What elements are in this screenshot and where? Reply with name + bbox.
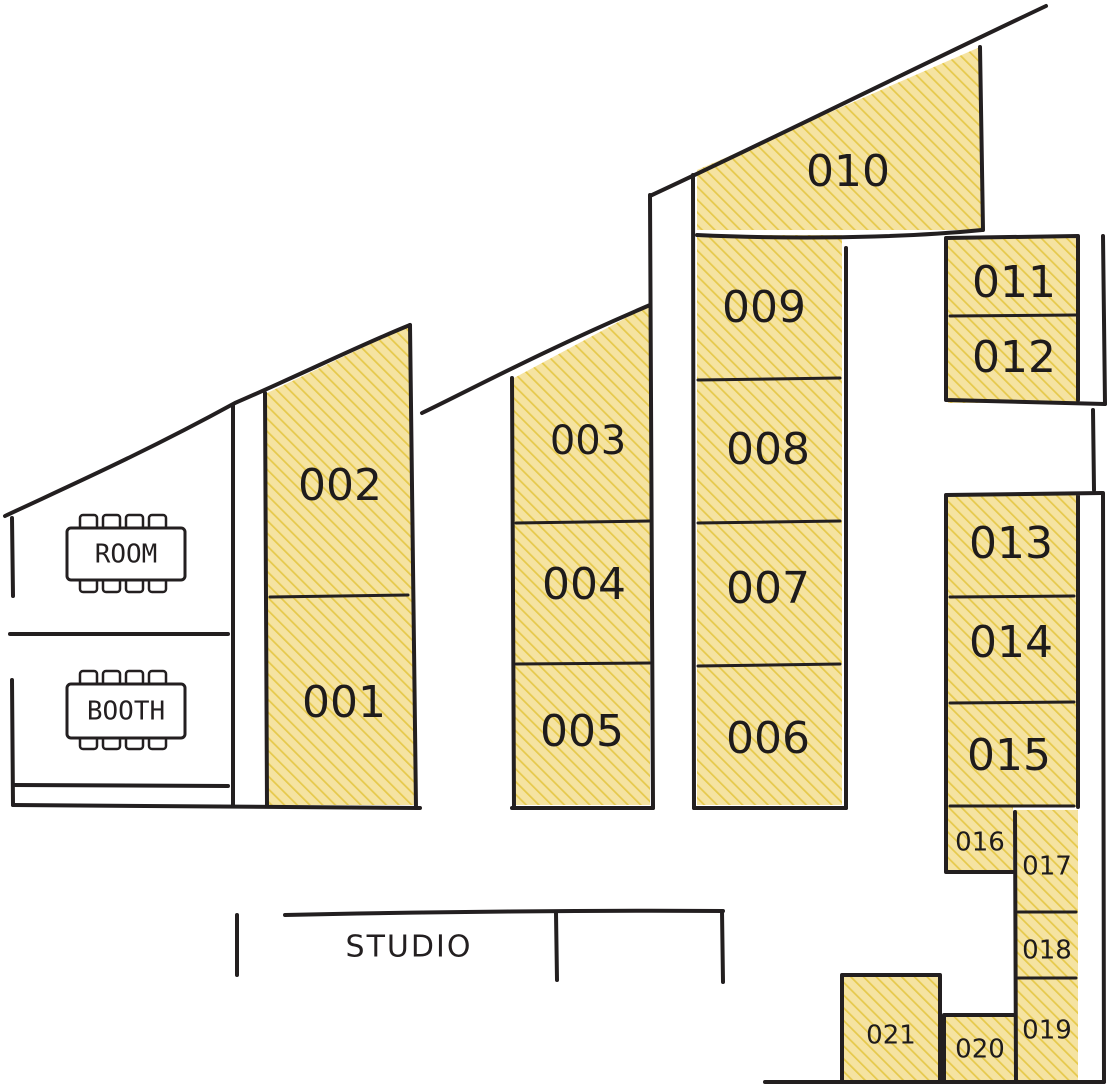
- side-corridor-wall: [1091, 408, 1096, 492]
- walls: [3, 4, 1107, 1084]
- roofline-left: [3, 323, 412, 518]
- stall-fills: [267, 47, 1078, 1080]
- stall-006[interactable]: 006: [726, 713, 810, 764]
- stall-008-007-divider: [696, 519, 842, 525]
- studio-label: STUDIO: [346, 930, 473, 965]
- stall-007[interactable]: 007: [726, 563, 810, 614]
- stall-007-006-divider: [696, 662, 842, 668]
- room-label: ROOM: [95, 540, 158, 570]
- stall-011-012-divider: [948, 313, 1078, 318]
- left-bottom-wall: [11, 803, 422, 810]
- stall-006-left-wall: [691, 173, 696, 810]
- stall-001-002-divider: [268, 593, 410, 599]
- stall-013-frame: [944, 491, 1104, 809]
- stall-004-005-divider: [514, 661, 652, 666]
- room-table: [65, 526, 187, 582]
- stall-015[interactable]: 015: [967, 730, 1051, 781]
- studio-top-wall: [283, 908, 725, 917]
- stall-021[interactable]: 021: [866, 1021, 916, 1051]
- stall-009-008-divider: [696, 376, 842, 382]
- stall-016-frame: [944, 805, 1015, 874]
- stall-001[interactable]: 001: [302, 677, 386, 728]
- stall-013[interactable]: 013: [969, 518, 1053, 569]
- roofline-middle: [420, 303, 652, 415]
- stall-012[interactable]: 012: [972, 332, 1056, 383]
- stall-017[interactable]: 017: [1022, 852, 1072, 882]
- stall-003-004-divider: [514, 519, 652, 525]
- room-sign: ROOM: [65, 513, 187, 594]
- stall-area-013-015: [948, 495, 1078, 807]
- stall-area-020: [946, 1015, 1014, 1080]
- stall-area-011-012: [948, 238, 1078, 403]
- left-outer-wall: [10, 516, 15, 807]
- stall-021-frame: [840, 973, 942, 1084]
- room-seats-top: [78, 513, 168, 531]
- stall-014-015-divider: [948, 700, 1076, 705]
- roofline-right: [650, 4, 1048, 197]
- stall-area-016: [948, 807, 1013, 872]
- stall-013-014-divider: [948, 594, 1076, 599]
- stall-008[interactable]: 008: [726, 424, 810, 475]
- stall-009-top-wall: [695, 228, 984, 240]
- stall-area-003-005: [514, 305, 650, 805]
- stall-014[interactable]: 014: [969, 617, 1053, 668]
- stall-002[interactable]: 002: [298, 460, 382, 511]
- studio-divider-wall: [554, 911, 559, 982]
- corridor-wall-b: [263, 391, 269, 807]
- stall-011[interactable]: 011: [972, 257, 1056, 308]
- stall-area-001-002: [267, 325, 415, 805]
- stall-009[interactable]: 009: [722, 282, 806, 333]
- stall-003-left-wall: [510, 376, 516, 810]
- stall-003-right-wall: [648, 193, 655, 810]
- stall-003[interactable]: 003: [550, 418, 626, 464]
- stall-004[interactable]: 004: [542, 559, 626, 610]
- stall-005[interactable]: 005: [540, 706, 624, 757]
- stall-area-021: [842, 975, 940, 1080]
- booth-label: BOOTH: [87, 697, 165, 727]
- stall-011-right-wall: [1101, 234, 1107, 406]
- stall-020[interactable]: 020: [955, 1035, 1005, 1065]
- booth-table: [65, 682, 187, 740]
- stall-area-010: [697, 47, 982, 230]
- stall-area-017-019: [1015, 810, 1078, 1080]
- room-floor-line: [11, 783, 230, 788]
- studio-right-wall: [720, 909, 725, 984]
- stall-016[interactable]: 016: [955, 828, 1005, 858]
- stall-017-left-wall: [1013, 810, 1018, 1084]
- stall-002-right-wall: [408, 323, 418, 810]
- stall-018[interactable]: 018: [1022, 936, 1072, 966]
- booth-sign: BOOTH: [65, 669, 187, 751]
- stall-011-frame: [944, 234, 1107, 406]
- stall-019[interactable]: 019: [1022, 1016, 1072, 1046]
- stall-020-frame: [942, 1013, 1016, 1084]
- stall-labels: 001 002 003 004 005 006 007 008 009 010 …: [298, 146, 1072, 1065]
- stall-010[interactable]: 010: [806, 146, 890, 197]
- stall-010-right-wall: [978, 45, 985, 232]
- far-right-wall: [1101, 491, 1106, 1084]
